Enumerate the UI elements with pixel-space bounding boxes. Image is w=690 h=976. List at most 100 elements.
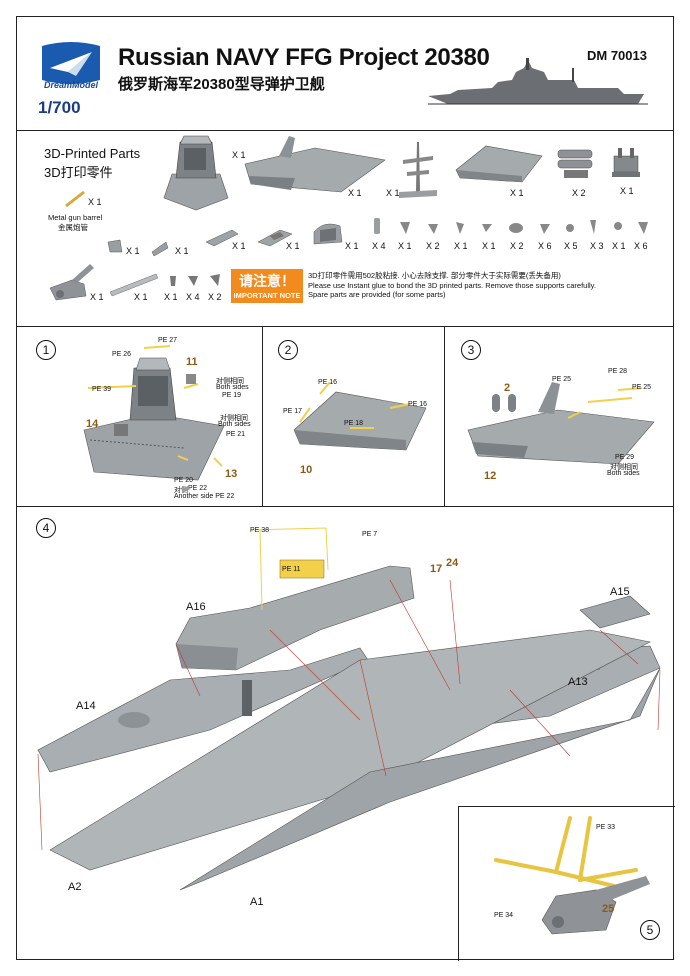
step-4-illustration — [37, 527, 661, 891]
step-5-illustration — [494, 816, 650, 935]
s1-pe22: PE 22 — [188, 485, 208, 492]
s3-part-12: 12 — [484, 470, 497, 482]
part-tiny-a — [170, 276, 176, 286]
s1-pe21: PE 21 — [226, 431, 246, 438]
qty-small-11: X 6 — [634, 241, 648, 251]
part-helicopter — [49, 264, 94, 301]
s4-a16: A16 — [186, 601, 206, 613]
part-ciws-mount — [612, 148, 640, 177]
qty-strip: X 1 — [134, 292, 148, 302]
notice-text-cn: 3D打印零件需用502胶粘接. 小心去除支撑. 部分零件大于实际需要(丢失备用) — [308, 271, 561, 280]
important-note-badge: 请注意！ IMPORTANT NOTE — [231, 269, 303, 303]
qty-small-8: X 5 — [564, 241, 578, 251]
s1-pe39: PE 39 — [92, 386, 112, 393]
s1-both-sides-1: Both sides — [216, 384, 249, 391]
s4-pe38: PE 38 — [250, 527, 270, 534]
qty-forward-superstructure: X 1 — [510, 188, 524, 198]
s5-pe33: PE 33 — [596, 824, 616, 831]
qty-tiny-c: X 2 — [208, 292, 222, 302]
product-code: DM 70013 — [587, 48, 647, 63]
part-forward-superstructure — [455, 145, 543, 183]
part-mast — [399, 142, 437, 198]
s4-a14: A14 — [76, 700, 96, 712]
s1-part-11: 11 — [186, 356, 198, 368]
s1-both-sides-cn-1: 对侧相同 — [216, 378, 244, 385]
s1-part-13: 13 — [225, 468, 238, 480]
step-divider-1 — [262, 326, 263, 506]
s4-a15: A15 — [610, 586, 630, 598]
qty-boat-1: X 1 — [232, 241, 246, 251]
qty-helicopter: X 1 — [90, 292, 104, 302]
qty-mast: X 1 — [386, 188, 400, 198]
qty-radome: X 1 — [345, 241, 359, 251]
qty-small-4: X 1 — [454, 241, 468, 251]
qty-small-5: X 1 — [482, 241, 496, 251]
s2-part-10: 10 — [300, 464, 313, 476]
s1-part-14: 14 — [86, 418, 99, 430]
notice-text: 3D打印零件需用502胶粘接. 小心去除支撑. 部分零件大于实际需要(丢失备用)… — [308, 271, 648, 300]
steps-divider — [16, 506, 674, 507]
ship-silhouette — [428, 58, 648, 105]
s5-part-25: 25 — [602, 903, 615, 915]
step-5-box — [458, 806, 675, 961]
kit-title: Russian NAVY FFG Project 20380 — [118, 44, 490, 71]
s2-pe16-a: PE 16 — [318, 379, 338, 386]
s1-another-cn: 对侧 — [174, 487, 188, 494]
notice-label-cn: 请注意！ — [239, 273, 295, 289]
s2-pe16-b: PE 16 — [408, 401, 428, 408]
s1-pe20: PE 20 — [174, 477, 194, 484]
s4-part-24: 24 — [446, 557, 459, 569]
step-2-illustration — [293, 381, 427, 451]
part-radome — [313, 223, 343, 245]
s4-a13: A13 — [568, 676, 588, 688]
qty-boat-2: X 1 — [286, 241, 300, 251]
notice-label-en: IMPORTANT NOTE — [233, 291, 301, 300]
part-bridge-tower — [163, 135, 229, 211]
qty-small-6: X 2 — [510, 241, 524, 251]
part-hangar-deck — [244, 136, 386, 193]
qty-small-2: X 1 — [398, 241, 412, 251]
notice-text-en-2: Spare parts are provided (for some parts… — [308, 290, 446, 299]
s3-pe29: PE 29 — [615, 454, 635, 461]
scale-label: 1/700 — [38, 98, 81, 117]
s4-pe11: PE 11 — [282, 566, 301, 573]
s1-pe19: PE 19 — [222, 392, 242, 399]
s3-pe25-b: PE 25 — [632, 384, 652, 391]
qty-missile-launcher: X 2 — [572, 188, 586, 198]
s4-part-17: 17 — [430, 563, 443, 575]
qty-small-7: X 6 — [538, 241, 552, 251]
qty-small-1: X 4 — [372, 241, 386, 251]
s4-pe7: PE 7 — [362, 531, 378, 538]
parts-heading: 3D-Printed Parts — [44, 146, 141, 161]
s1-pe26: PE 26 — [112, 351, 132, 358]
metal-barrel-label: Metal gun barrel — [48, 213, 103, 222]
qty-small-10: X 1 — [612, 241, 626, 251]
qty-small-block: X 1 — [126, 246, 140, 256]
step-1-number: 1 — [36, 340, 56, 360]
s1-both-sides-2: Both sides — [218, 421, 251, 428]
s4-a2: A2 — [68, 881, 82, 893]
s1-another-side-pe22: Another side PE 22 — [174, 493, 235, 500]
part-tiny-c — [210, 274, 220, 286]
small-parts-row — [374, 218, 648, 234]
qty-gun-barrel: X 1 — [88, 197, 102, 207]
s4-a1: A1 — [250, 896, 264, 908]
step-3-illustration — [467, 382, 655, 465]
s2-pe18: PE 18 — [344, 420, 364, 427]
qty-hangar-deck: X 1 — [348, 188, 362, 198]
s5-pe34: PE 34 — [494, 912, 514, 919]
page-frame — [16, 16, 674, 960]
part-vent — [151, 241, 169, 257]
step-1-illustration — [83, 345, 225, 481]
part-missile-launcher — [557, 149, 593, 178]
step-2-number: 2 — [278, 340, 298, 360]
s3-part-2: 2 — [504, 382, 511, 394]
s1-pe27: PE 27 — [158, 337, 178, 344]
parts-divider — [16, 326, 674, 327]
part-small-block — [107, 239, 123, 253]
brand-name: DreamModel — [43, 80, 98, 90]
s3-both-sides: Both sides — [607, 470, 640, 477]
dreammodel-logo — [42, 42, 100, 84]
part-tiny-b — [188, 276, 198, 286]
s1-both-sides-cn-2: 对侧相同 — [220, 415, 248, 422]
